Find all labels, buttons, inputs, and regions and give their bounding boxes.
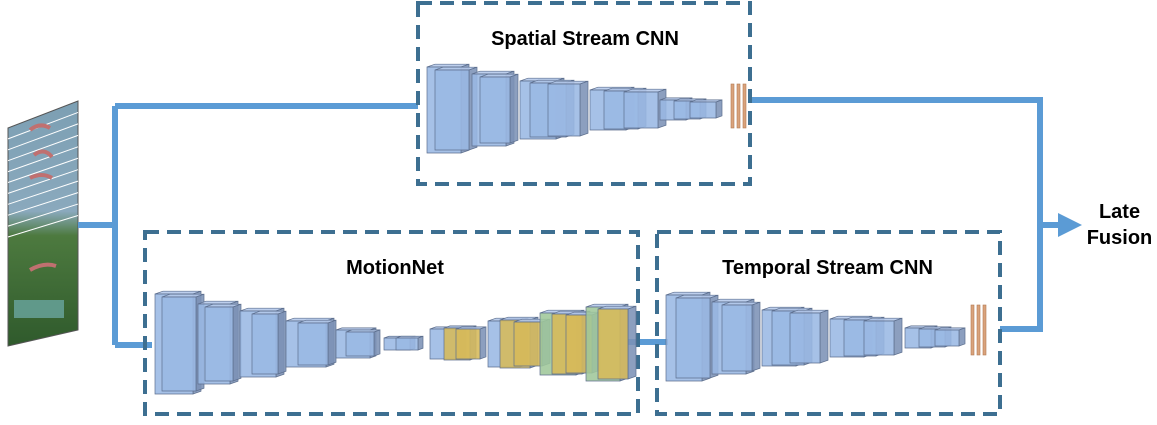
spatial-block-13-front xyxy=(689,101,717,119)
frame-divider-10 xyxy=(7,215,79,238)
diver-figures xyxy=(14,123,64,318)
temporal-block-10 xyxy=(863,317,903,356)
spatial-block-13 xyxy=(689,99,723,119)
temporal-block-13-side xyxy=(958,327,966,347)
motionnet-block-8-side xyxy=(327,319,337,366)
motionnet-block-12 xyxy=(395,335,424,351)
motionnet-block-15 xyxy=(455,326,487,360)
motionnet-block-23 xyxy=(597,305,637,380)
late-fusion-arrowhead-icon xyxy=(1058,213,1082,237)
temporal-block-10-front xyxy=(863,320,895,356)
spatial-stream-box xyxy=(416,1,752,186)
frame-divider-6 xyxy=(7,169,79,194)
motionnet-block-2-front xyxy=(161,296,197,392)
temporal-block-4-front xyxy=(721,304,753,372)
motionnet-block-6-side xyxy=(277,310,287,375)
motionnet-block-10 xyxy=(345,329,381,357)
late-fusion-label: Late Fusion xyxy=(1082,199,1157,251)
motionnet-block-8-front xyxy=(297,322,329,366)
late-fusion-line2: Fusion xyxy=(1086,227,1153,249)
motionnet-block-15-front xyxy=(455,328,481,360)
late-fusion-line1: Late xyxy=(1098,201,1141,223)
temporal-block-13 xyxy=(934,327,966,347)
motionnet-block-4 xyxy=(204,303,242,382)
frame-dividers xyxy=(7,111,79,238)
spatial-block-2 xyxy=(434,66,478,151)
frame-divider-7 xyxy=(7,180,79,205)
frame-divider-8 xyxy=(7,192,79,216)
motionnet-block-8 xyxy=(297,319,337,366)
temporal-block-7-side xyxy=(819,309,829,364)
motionnet-block-10-side xyxy=(373,329,381,357)
motionnet-title: MotionNet xyxy=(346,257,444,279)
temporal-fc-layer-1 xyxy=(970,304,975,356)
spatial-block-7-side xyxy=(579,80,589,137)
motionnet-block-6-front xyxy=(251,313,279,375)
temporal-block-4-side xyxy=(751,301,761,372)
motionnet-block-23-front xyxy=(597,308,629,380)
temporal-block-2-front xyxy=(675,297,711,379)
spatial-block-2-front xyxy=(434,69,470,151)
motionnet-block-4-front xyxy=(204,306,234,382)
cnn-layer-blocks xyxy=(154,63,987,395)
motionnet-block-6 xyxy=(251,310,287,375)
temporal-fc-layer-3 xyxy=(982,304,987,356)
temporal-block-10-side xyxy=(893,317,903,356)
spatial-block-10-front xyxy=(623,91,659,129)
spatial-fc-layer-1 xyxy=(730,83,735,129)
video-frames-stack-icon xyxy=(7,100,79,347)
frame-divider-4 xyxy=(7,146,79,173)
spatial-block-4 xyxy=(479,73,519,144)
temporal-block-4 xyxy=(721,301,761,372)
frame-divider-3 xyxy=(7,134,79,162)
motionnet-block-12-front xyxy=(395,337,419,351)
spatial-block-13-side xyxy=(715,99,723,119)
temporal-block-13-front xyxy=(934,329,960,347)
spatial-out xyxy=(750,97,1043,225)
temporal-stream-title: Temporal Stream CNN xyxy=(722,257,933,279)
frame-divider-5 xyxy=(7,157,79,183)
flow-arrows xyxy=(78,97,1060,348)
motionnet-block-12-side xyxy=(417,335,424,351)
temporal-block-7-front xyxy=(789,312,821,364)
motionnet-block-23-side xyxy=(627,305,637,380)
spatial-fc-layer-3 xyxy=(742,83,747,129)
spatial-block-7-front xyxy=(547,83,581,137)
motionnet-block-15-side xyxy=(479,326,487,360)
frame-divider-9 xyxy=(7,203,79,227)
motionnet-box xyxy=(143,230,640,416)
motionnet-block-18-front xyxy=(513,321,543,367)
temporal-stream-box xyxy=(655,230,1002,416)
spatial-stream-title: Spatial Stream CNN xyxy=(491,28,679,50)
spatial-fc-layer-2 xyxy=(736,83,741,129)
spatial-block-7 xyxy=(547,80,589,137)
temporal-block-7 xyxy=(789,309,829,364)
spatial-block-4-front xyxy=(479,76,511,144)
spatial-block-4-side xyxy=(509,73,519,144)
temporal-out xyxy=(1000,225,1043,332)
frame-divider-2 xyxy=(7,123,79,151)
temporal-fc-layer-2 xyxy=(976,304,981,356)
motionnet-block-10-front xyxy=(345,331,375,357)
